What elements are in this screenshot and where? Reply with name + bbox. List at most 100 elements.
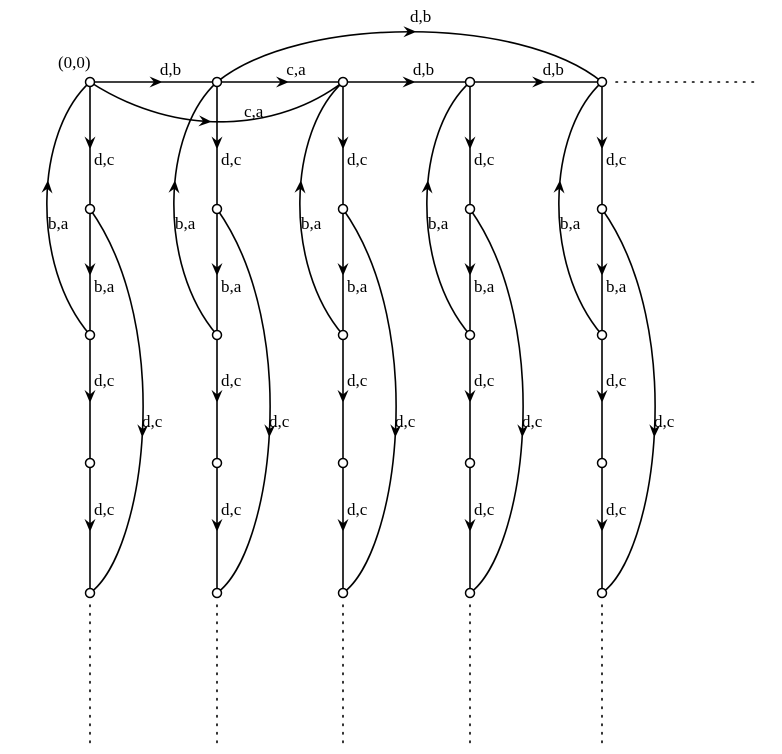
col2-v1-label: d,c <box>221 150 242 169</box>
col3-v1-label: d,c <box>347 150 368 169</box>
node-col5-row2 <box>596 203 608 215</box>
col2-vertical-edge-2-arrowhead <box>211 263 223 276</box>
node-col2-row2 <box>211 203 223 215</box>
col3-v4-label: d,c <box>347 500 368 519</box>
node-col1-row4 <box>84 457 96 469</box>
arc-top-edge-arrowhead <box>403 26 417 38</box>
col4-skip-edge <box>469 208 524 594</box>
col4-vertical-edge-3-arrowhead <box>464 389 476 403</box>
col1-v1-label: d,c <box>94 150 115 169</box>
col1-vertical-edge-2-arrowhead <box>84 263 96 276</box>
col1-vertical-edge-4-arrowhead <box>84 518 96 532</box>
col5-v1-label: d,c <box>606 150 627 169</box>
col3-skip-edge <box>342 208 397 594</box>
col2-back-edge <box>173 81 218 336</box>
node-col1-row1 <box>84 76 96 88</box>
col5-back-edge <box>558 81 603 336</box>
col4-v3-label: d,c <box>474 371 495 390</box>
col5-vertical-edge-4-arrowhead <box>596 518 608 532</box>
col5-back-label: b,a <box>560 214 581 233</box>
node-col1-row3 <box>84 329 96 341</box>
col3-vertical-edge-3-arrowhead <box>337 389 349 403</box>
col2-skip-edge-arrowhead <box>264 424 276 438</box>
col2-vertical-edge-4-arrowhead <box>211 518 223 532</box>
col5-v3-label: d,c <box>606 371 627 390</box>
node-col5-row3 <box>596 329 608 341</box>
node-col1-row2 <box>84 203 96 215</box>
col1-v2-label: b,a <box>94 277 115 296</box>
col2-v3-label: d,c <box>221 371 242 390</box>
col1-v4-label: d,c <box>94 500 115 519</box>
node-col4-row2 <box>464 203 476 215</box>
col2-vertical-edge-3-arrowhead <box>211 389 223 403</box>
horizontal-edge-2-label: c,a <box>286 60 306 79</box>
horizontal-edge-1-arrowhead <box>149 76 163 88</box>
col3-vertical-edge-1-arrowhead <box>337 136 349 150</box>
col1-skip-edge <box>89 208 144 594</box>
col3-back-edge <box>299 81 344 336</box>
col5-skip-edge-arrowhead <box>649 424 661 438</box>
col2-vertical-edge-1-arrowhead <box>211 136 223 150</box>
col5-back-edge-arrowhead <box>553 180 565 194</box>
col2-skip-edge <box>216 208 271 594</box>
col5-v4-label: d,c <box>606 500 627 519</box>
node-col2-row1 <box>211 76 223 88</box>
node-col3-row5 <box>337 587 349 599</box>
node-col3-row2 <box>337 203 349 215</box>
node-col2-row4 <box>211 457 223 469</box>
col1-back-label: b,a <box>48 214 69 233</box>
col2-v2-label: b,a <box>221 277 242 296</box>
col2-back-label: b,a <box>175 214 196 233</box>
node-col4-row5 <box>464 587 476 599</box>
col4-vertical-edge-2-arrowhead <box>464 263 476 276</box>
col1-back-edge-arrowhead <box>41 180 53 194</box>
col4-skip-label: d,c <box>522 412 543 431</box>
col5-skip-label: d,c <box>654 412 675 431</box>
origin-label: (0,0) <box>58 53 91 72</box>
col3-back-edge-arrowhead <box>294 180 306 194</box>
col4-back-edge-arrowhead <box>421 180 433 194</box>
col4-back-label: b,a <box>428 214 449 233</box>
node-col2-row3 <box>211 329 223 341</box>
col3-v3-label: d,c <box>347 371 368 390</box>
horizontal-edge-3-arrowhead <box>402 76 416 88</box>
col5-vertical-edge-1-arrowhead <box>596 136 608 150</box>
node-col3-row1 <box>337 76 349 88</box>
horizontal-edge-1-label: d,b <box>160 60 181 79</box>
node-col3-row3 <box>337 329 349 341</box>
horizontal-edge-3-label: d,b <box>413 60 434 79</box>
col4-v1-label: d,c <box>474 150 495 169</box>
node-col5-row5 <box>596 587 608 599</box>
nodes-layer <box>84 76 608 599</box>
arc-lower-edge <box>89 81 344 123</box>
col3-skip-label: d,c <box>395 412 416 431</box>
col3-v2-label: b,a <box>347 277 368 296</box>
horizontal-edge-4-label: d,b <box>543 60 564 79</box>
node-col4-row4 <box>464 457 476 469</box>
col4-back-edge <box>426 81 471 336</box>
col5-vertical-edge-3-arrowhead <box>596 389 608 403</box>
node-col5-row1 <box>596 76 608 88</box>
edges-layer <box>41 26 756 746</box>
col2-v4-label: d,c <box>221 500 242 519</box>
col4-v2-label: b,a <box>474 277 495 296</box>
node-col3-row4 <box>337 457 349 469</box>
arc-lower-label: c,a <box>244 102 264 121</box>
col1-skip-label: d,c <box>142 412 163 431</box>
node-col2-row5 <box>211 587 223 599</box>
horizontal-edge-2-arrowhead <box>276 76 289 88</box>
col5-v2-label: b,a <box>606 277 627 296</box>
col3-vertical-edge-4-arrowhead <box>337 518 349 532</box>
labels-layer: d,b c,a d,b d,b d,b c,a d,c b,a b,a d,c d,c d,c d,c b… <box>48 7 675 519</box>
col5-vertical-edge-2-arrowhead <box>596 263 608 276</box>
col4-skip-edge-arrowhead <box>517 424 529 438</box>
col3-back-label: b,a <box>301 214 322 233</box>
col1-v3-label: d,c <box>94 371 115 390</box>
col1-back-edge <box>46 81 91 336</box>
col3-vertical-edge-2-arrowhead <box>337 263 349 276</box>
col2-skip-label: d,c <box>269 412 290 431</box>
arc-top-label: d,b <box>410 7 431 26</box>
col4-vertical-edge-4-arrowhead <box>464 518 476 532</box>
col4-v4-label: d,c <box>474 500 495 519</box>
